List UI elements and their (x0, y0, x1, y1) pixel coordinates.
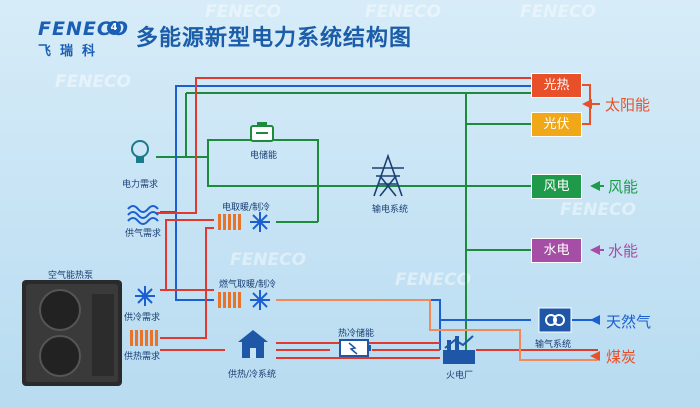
source-solar: 太阳能 (605, 96, 651, 114)
logo-badge: 4 (107, 21, 121, 35)
label-gas-heat-cool: 燃气取暖/制冷 (219, 280, 277, 290)
label-power-demand: 电力需求 (122, 180, 159, 190)
power-lines (156, 92, 531, 350)
box-hydro-power: 水电 (531, 238, 582, 263)
label-grid: 输电系统 (372, 205, 409, 215)
gas-loop-icon (538, 307, 572, 333)
coal-arrow-icon (590, 351, 600, 361)
snowflake-icon (250, 290, 270, 310)
watermark: FENECO (560, 200, 636, 220)
bulb-icon (131, 140, 149, 163)
gas-flame-icon (127, 205, 159, 225)
coal-lines (276, 299, 598, 361)
source-water: 水能 (608, 242, 639, 260)
label-heat-demand: 供热需求 (124, 352, 161, 362)
factory-icon (443, 335, 475, 364)
gas-arrow-icon (590, 315, 600, 325)
source-coal: 煤炭 (606, 348, 637, 366)
box-wind-power: 风电 (531, 174, 582, 199)
house-icon (238, 330, 268, 358)
label-gas-system: 输气系统 (535, 340, 572, 350)
box-solar-thermal: 光热 (531, 73, 582, 98)
page-title: 多能源新型电力系统结构图 (136, 26, 413, 51)
heat-lines (156, 77, 598, 359)
label-heat-cool-system: 供热/冷系统 (228, 370, 277, 380)
source-wind: 风能 (608, 178, 639, 196)
label-storage: 电储能 (250, 151, 278, 161)
label-thermal-storage: 热冷储能 (338, 329, 375, 339)
watermark: FENECO (205, 2, 281, 22)
label-power-plant: 火电厂 (446, 371, 474, 381)
label-elec-heat-cool: 电取暖/制冷 (222, 203, 271, 213)
logo-word: FENECO (38, 18, 129, 40)
company-logo: FENECO 4 飞瑞科 (38, 18, 128, 59)
battery-icon (250, 122, 274, 142)
label-air-heatpump: 空气能热泵 (48, 271, 94, 281)
source-natural-gas: 天然气 (606, 313, 652, 331)
battery-icon (339, 339, 371, 357)
radiator-icon (218, 214, 241, 230)
watermark: FENECO (520, 2, 596, 22)
pylon-icon (372, 153, 404, 197)
label-cool-demand: 供冷需求 (124, 313, 161, 323)
snowflake-icon (250, 212, 270, 232)
box-pv: 光伏 (531, 112, 582, 137)
watermark: FENECO (55, 72, 131, 92)
radiator-icon (130, 330, 158, 346)
radiator-icon (218, 292, 241, 308)
snowflake-icon (135, 286, 155, 306)
watermark: FENECO (365, 2, 441, 22)
watermark: FENECO (395, 270, 471, 290)
heat-pump-icon (22, 280, 122, 386)
logo-chinese: 飞瑞科 (38, 44, 105, 59)
watermark: FENECO (230, 250, 306, 270)
label-gas-demand: 供气需求 (125, 229, 162, 239)
solar-arrow-icon (582, 99, 592, 109)
